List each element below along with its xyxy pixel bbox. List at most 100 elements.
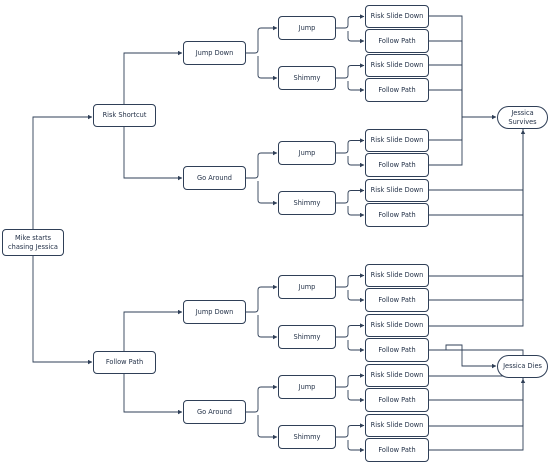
edge-l3-l4 [336, 188, 365, 204]
l4-label: Risk Slide Down [370, 12, 424, 21]
l3-label: Jump [298, 382, 316, 391]
edge-l4-survives [429, 89, 463, 117]
l2-label: Jump Down [195, 307, 234, 316]
edge-l1-l2 [123, 374, 183, 415]
outcome-label: Jessica Survives [508, 109, 537, 126]
l4-label: Risk Slide Down [370, 61, 424, 70]
l3-node-shimmy: Shimmy [278, 325, 336, 349]
l4-node-risk-slide-down: Risk Slide Down [365, 264, 429, 287]
edge-root-risk-shortcut [32, 114, 93, 229]
l4-label: Follow Path [378, 345, 416, 354]
l3-node-jump: Jump [278, 141, 336, 165]
l4-node-risk-slide-down: Risk Slide Down [365, 414, 429, 437]
l3-node-jump: Jump [278, 275, 336, 299]
l4-node-risk-slide-down: Risk Slide Down [365, 179, 429, 202]
l4-node-follow-path: Follow Path [365, 203, 429, 227]
edge-l3-l4 [336, 323, 365, 338]
l4-label: Risk Slide Down [370, 186, 424, 195]
l4-label: Follow Path [378, 210, 416, 219]
l4-node-risk-slide-down: Risk Slide Down [365, 314, 429, 337]
edge-l2-l3 [257, 415, 278, 440]
l3-label: Shimmy [293, 332, 321, 341]
edge-l3-l4 [347, 390, 365, 403]
l1-node-follow-path: Follow Path [93, 351, 156, 374]
edge-l2-l3 [246, 284, 278, 313]
l3-label: Shimmy [293, 73, 321, 82]
root-node: Mike starts chasing Jessica [2, 229, 64, 256]
edge-l3-l4 [336, 138, 365, 154]
l4-label: Follow Path [378, 36, 416, 45]
l1-node-risk-shortcut: Risk Shortcut [93, 104, 156, 127]
edge-l2-l3 [246, 150, 278, 179]
edge-into-dies [429, 344, 497, 369]
edge-l2-l3 [257, 315, 278, 340]
edge-l1-l2 [123, 309, 183, 351]
l1-label: Risk Shortcut [102, 111, 147, 120]
edge-l1-l2 [123, 127, 183, 181]
edge-l3-l4 [336, 373, 365, 388]
l3-node-jump: Jump [278, 375, 336, 399]
l4-node-follow-path: Follow Path [365, 29, 429, 53]
edge-l4-survives [429, 117, 463, 141]
edge-l2-l3 [246, 25, 278, 54]
edge-l4-survives [429, 40, 463, 117]
l3-node-shimmy: Shimmy [278, 66, 336, 90]
edge-l4-survives [429, 129, 524, 191]
l4-label: Follow Path [378, 395, 416, 404]
edge-l4-survives [429, 129, 524, 216]
edge-l3-l4 [347, 206, 365, 218]
edge-l3-l4 [347, 440, 365, 453]
l4-node-follow-path: Follow Path [365, 153, 429, 177]
l2-node-jump-down: Jump Down [183, 300, 246, 324]
edge-l2-l3 [257, 181, 278, 206]
edge-l3-l4 [347, 340, 365, 353]
edge-l4-dies [429, 378, 524, 427]
edge-l4-survives [429, 129, 524, 277]
l2-label: Go Around [197, 407, 232, 416]
l2-node-go-around: Go Around [183, 400, 246, 424]
l4-label: Follow Path [378, 160, 416, 169]
l4-label: Follow Path [378, 85, 416, 94]
edge-l1-l2 [123, 50, 183, 104]
edge-l3-l4 [347, 290, 365, 303]
edge-l4-dies [429, 378, 524, 401]
edge-l4-survives [429, 129, 524, 301]
edge-l4-survives [429, 129, 524, 327]
l4-node-risk-slide-down: Risk Slide Down [365, 364, 429, 387]
l1-label: Follow Path [105, 358, 144, 367]
l2-label: Jump Down [195, 48, 234, 57]
edge-l3-l4 [336, 273, 365, 288]
l4-label: Risk Slide Down [370, 321, 424, 330]
l4-label: Risk Slide Down [370, 136, 424, 145]
edge-l3-l4 [347, 81, 365, 93]
edge-root-follow-path [32, 256, 93, 365]
edge-l3-l4 [336, 14, 365, 29]
l3-node-shimmy: Shimmy [278, 425, 336, 449]
l3-node-shimmy: Shimmy [278, 191, 336, 215]
l4-node-follow-path: Follow Path [365, 438, 429, 462]
edge-l2-l3 [257, 56, 278, 81]
l4-node-follow-path: Follow Path [365, 388, 429, 412]
edge-l3-l4 [336, 63, 365, 79]
edge-l4-survives [429, 15, 463, 117]
edge-l3-l4 [347, 31, 365, 44]
edge-l2-l3 [246, 384, 278, 413]
edge-l4-dies [429, 378, 524, 451]
l3-label: Jump [298, 282, 316, 291]
l4-label: Risk Slide Down [370, 371, 424, 380]
l3-label: Shimmy [293, 432, 321, 441]
l2-label: Go Around [197, 173, 232, 182]
l4-label: Risk Slide Down [370, 421, 424, 430]
l4-node-risk-slide-down: Risk Slide Down [365, 129, 429, 152]
l4-node-risk-slide-down: Risk Slide Down [365, 5, 429, 28]
l4-node-follow-path: Follow Path [365, 338, 429, 362]
l3-label: Jump [298, 23, 316, 32]
outcome-jessica-dies: Jessica Dies [497, 355, 548, 378]
edge-l3-l4 [336, 423, 365, 438]
l2-node-jump-down: Jump Down [183, 41, 246, 65]
l2-node-go-around: Go Around [183, 166, 246, 190]
edge-l4-survives [429, 64, 463, 117]
outcome-label: Jessica Dies [503, 362, 542, 371]
